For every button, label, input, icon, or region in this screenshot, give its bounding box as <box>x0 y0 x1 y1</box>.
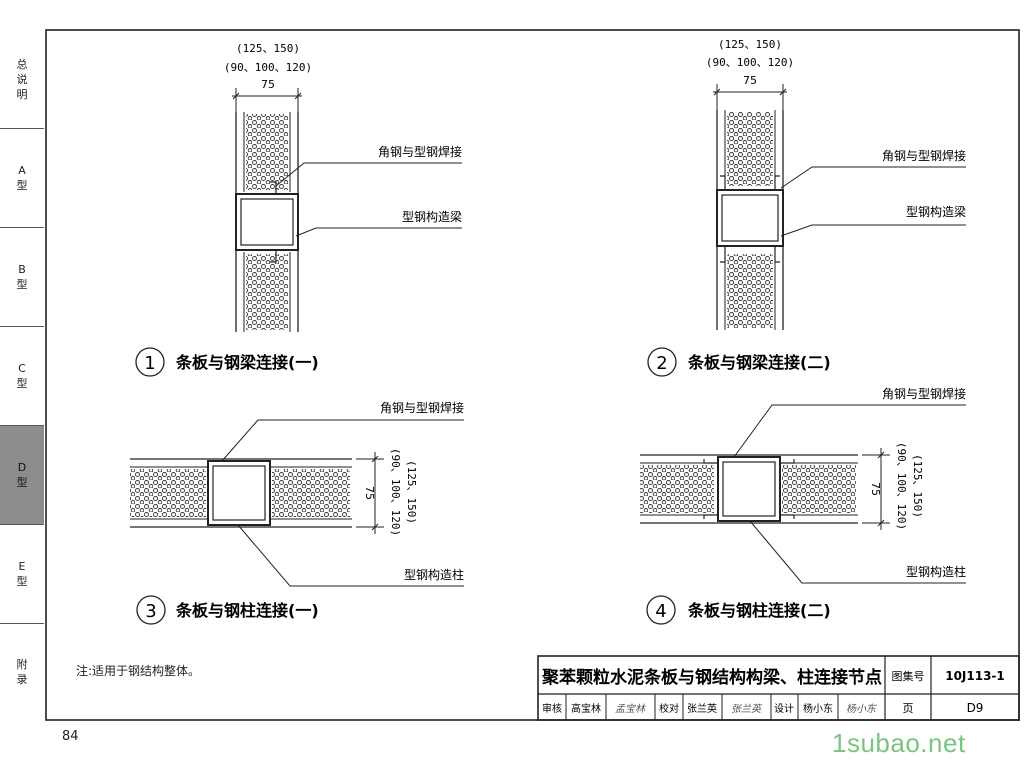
label-steel-column: 型钢构造柱 <box>404 567 464 582</box>
detail-number: 4 <box>655 601 666 622</box>
sheet-border <box>45 29 1020 721</box>
detail-number-circle <box>136 595 166 625</box>
label-angle-weld: 角钢与型钢焊接 <box>380 400 464 415</box>
dim-75: 75 <box>743 74 757 87</box>
dim-text: (90、100、120) <box>706 56 794 69</box>
checker-name: 张兰英 <box>687 702 717 715</box>
design-label: 设计 <box>774 702 794 715</box>
detail-number-circle <box>135 347 165 377</box>
reviewer-signature: 孟宝林 <box>615 703 646 715</box>
detail-4: 75 (90、100、120) (125、150) 角钢与型钢焊接 型钢构造柱 … <box>640 386 966 625</box>
detail-number: 3 <box>145 601 156 622</box>
label-steel-column: 型钢构造柱 <box>906 564 966 579</box>
tab-char: 总 <box>16 57 28 71</box>
tab-char: C <box>18 362 26 375</box>
checker-signature: 张兰英 <box>731 703 763 715</box>
label-angle-weld: 角钢与型钢焊接 <box>378 144 462 159</box>
tab-char: 型 <box>16 278 28 291</box>
detail-title: 条板与钢柱连接(一) <box>175 601 319 620</box>
page-label: 页 <box>903 702 914 715</box>
detail-title: 条板与钢梁连接(一) <box>175 353 319 372</box>
designer-name: 杨小东 <box>803 702 833 715</box>
sheet-page-number: D9 <box>967 701 984 715</box>
label-angle-weld: 角钢与型钢焊接 <box>882 386 966 401</box>
dim-text: (125、150) <box>718 38 782 51</box>
tab-char: B <box>18 263 26 276</box>
detail-number-circle <box>647 347 677 377</box>
detail-title: 条板与钢柱连接(二) <box>687 601 831 620</box>
drawing-title: 聚苯颗粒水泥条板与钢结构构梁、柱连接节点 <box>541 667 882 688</box>
dim-top-1: (125、150) (90、100、120) 75 <box>224 42 312 112</box>
check-label: 校对 <box>659 702 679 715</box>
dim-75: 75 <box>261 78 275 91</box>
sidebar-tab-appendix[interactable]: 附录 <box>0 624 44 720</box>
detail-number: 1 <box>144 353 155 374</box>
detail-1: (125、150) (90、100、120) 75 <box>135 42 462 377</box>
tab-char: E <box>18 560 26 573</box>
dim-75: 75 <box>869 482 882 496</box>
tab-char: 说 <box>16 72 28 86</box>
dim-text: (90、100、120) <box>895 442 908 530</box>
dim-text: (90、100、120) <box>224 61 312 74</box>
dim-text: (125、150) <box>405 460 418 524</box>
review-label: 审核 <box>542 702 562 715</box>
dim-text: (125、150) <box>911 454 924 518</box>
tab-char: 录 <box>16 673 28 686</box>
detail-number: 2 <box>656 353 667 374</box>
footnote: 注:适用于钢结构整体。 <box>76 664 201 678</box>
detail-title: 条板与钢梁连接(二) <box>687 353 831 372</box>
label-steel-beam: 型钢构造梁 <box>906 204 966 219</box>
tab-char: 型 <box>16 377 28 390</box>
title-block: 聚苯颗粒水泥条板与钢结构构梁、柱连接节点 图集号 10J113-1 审核 高宝林… <box>537 655 1020 721</box>
designer-signature: 杨小东 <box>846 703 877 715</box>
reviewer-name: 高宝林 <box>571 702 601 715</box>
tab-char: 型 <box>16 179 28 192</box>
tab-char: 型 <box>16 476 28 489</box>
label-steel-beam: 型钢构造梁 <box>402 209 462 224</box>
dim-text: (125、150) <box>236 42 300 55</box>
atlas-number: 10J113-1 <box>945 669 1005 683</box>
dim-75: 75 <box>363 486 376 500</box>
tab-char: 明 <box>16 87 28 101</box>
detail-number-circle <box>646 595 676 625</box>
dim-text: (90、100、120) <box>389 448 402 536</box>
sidebar-tab-general[interactable]: 总说明 <box>0 30 44 129</box>
tab-char: A <box>18 164 26 177</box>
atlas-label: 图集号 <box>892 669 925 683</box>
detail-2: (125、150) (90、100、120) 75 角钢与型钢焊接 <box>647 38 966 377</box>
tab-char: 型 <box>16 575 28 588</box>
detail-3: 75 (90、100、120) (125、150) 角钢与型钢焊接 型钢构造柱 … <box>130 400 464 625</box>
tab-char: D <box>17 461 27 474</box>
watermark-logo: 1subao.net <box>832 728 966 758</box>
label-angle-weld: 角钢与型钢焊接 <box>882 148 966 163</box>
page-number: 84 <box>62 729 79 744</box>
tab-char: 附 <box>16 658 28 671</box>
